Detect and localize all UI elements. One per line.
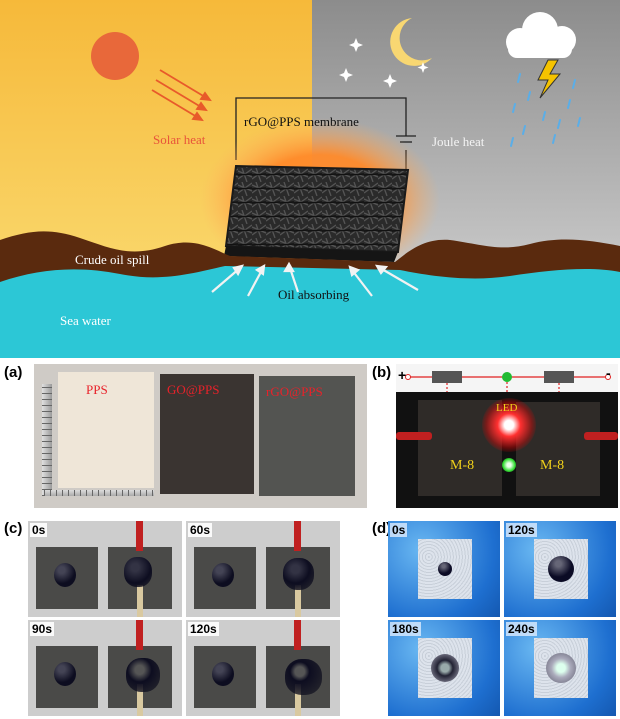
oil-droplet [438,562,452,576]
oil-droplet [212,563,234,587]
oil-droplet [54,662,76,686]
time-label: 60s [188,523,213,537]
panel-a-label: (a) [4,364,23,381]
go-pps-sample [160,374,254,494]
panel-c-photo [28,620,182,716]
solar-heat-label: Solar heat [153,132,206,147]
panel-a-photo [34,364,367,508]
panel-d-photo [504,620,616,716]
time-label: 180s [390,622,421,636]
sun-icon [91,32,139,80]
panel-c-label: (c) [4,520,23,537]
rgo-pps-label: rGO@PPS [266,384,323,399]
membrane-label: rGO@PPS membrane [244,114,359,129]
cloud-icon [506,12,576,58]
minus-terminal: - [606,365,611,381]
panel-c-photo [28,521,182,617]
panel-c-photo [186,521,340,617]
time-label: 120s [188,622,219,636]
led-circuit-diagram [405,371,611,392]
oil-droplet [54,563,76,587]
oil-droplet-heated [283,558,314,590]
oil-droplet [212,662,234,686]
led-label: LED [496,402,518,414]
electrode-clip [136,620,143,650]
oil-spill-schematic [0,0,620,358]
oil-droplet-heated [285,659,322,695]
electrode-clip [294,521,301,551]
electrode-clip [136,521,143,551]
go-pps-label: GO@PPS [167,382,220,397]
electrode-clip [294,620,301,650]
rgo-pps-membrane [224,164,410,254]
pps-label: PPS [86,382,108,397]
right-clip [584,432,618,440]
time-label: 0s [30,523,48,537]
lightning-icon [537,59,562,99]
crude-oil-label: Crude oil spill [75,252,150,267]
ruler [42,384,52,496]
oil-absorbing-arrows [211,261,419,297]
panel-d-photo [388,521,500,617]
m8-right-label: M-8 [540,458,565,473]
time-label: 240s [506,622,537,636]
panel-b-label: (b) [372,364,392,381]
oil-droplet [548,556,574,582]
sun-rays [151,69,212,122]
time-label: 90s [30,622,55,636]
oil-droplet [431,654,459,682]
star-icons [339,38,429,88]
rain-icon [510,73,581,147]
oil-droplet [546,653,576,683]
rgo-pps-sample [259,376,355,496]
left-clip [396,432,432,440]
sea-water-label: Sea water [60,313,111,328]
green-led [502,458,516,472]
oil-droplet-heated [126,658,160,692]
panel-c-photo [186,620,340,716]
moon-icon [390,18,432,66]
panel-d-label: (d) [372,520,392,537]
time-label: 0s [390,523,408,537]
panel-d-photo [504,521,616,617]
joule-heat-label: Joule heat [432,134,485,149]
plus-terminal: + [398,367,407,383]
panel-d-photo [388,620,500,716]
time-label: 120s [506,523,537,537]
panel-b-photo [396,364,618,508]
oil-absorbing-label: Oil absorbing [278,287,350,302]
oil-droplet-heated [124,557,152,587]
m8-left-label: M-8 [450,458,475,473]
sea-water [0,266,620,358]
pps-sample [58,372,154,488]
red-led-glow [482,398,536,452]
